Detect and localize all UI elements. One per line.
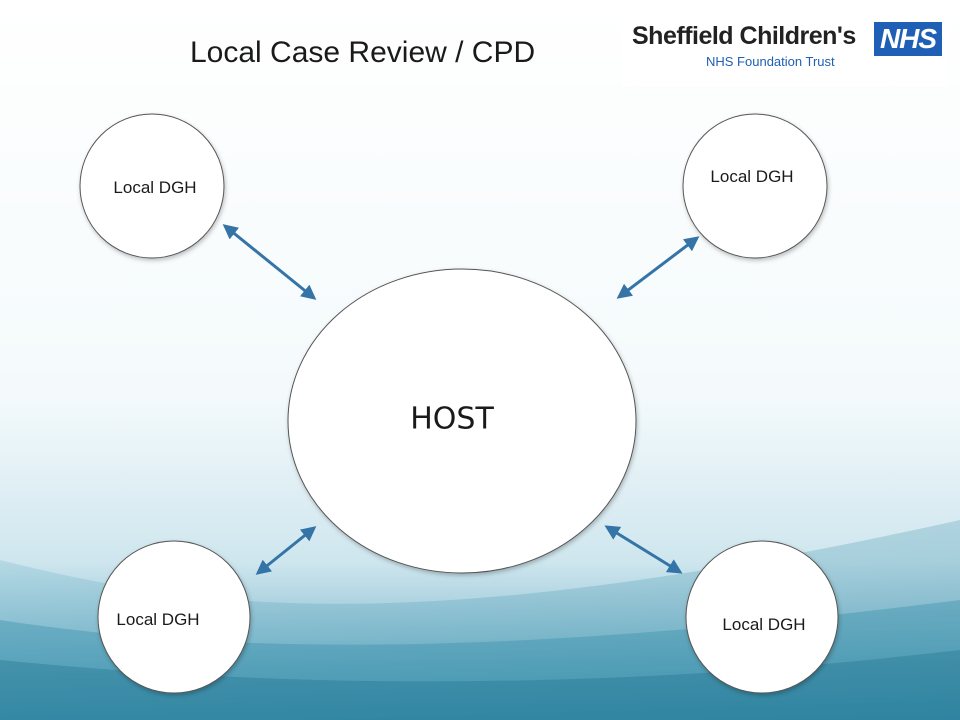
logo-name: Sheffield Children's (632, 22, 856, 50)
double-arrow-4 (604, 525, 683, 574)
nhs-badge: NHS (874, 22, 942, 56)
logo-subtitle: NHS Foundation Trust (706, 54, 835, 69)
host-label: HOST (410, 401, 494, 437)
arrow-group (222, 224, 700, 575)
sheffield-childrens-logo: Sheffield Children's NHS Foundation Trus… (622, 4, 948, 86)
node-top-right-circle (682, 113, 828, 259)
node-top-left-label: Local DGH (113, 178, 197, 197)
circle-group (79, 113, 839, 694)
node-top-left-circle (79, 113, 225, 259)
node-bottom-right-label: Local DGH (722, 615, 806, 634)
host-circle (287, 268, 637, 574)
node-top-right-label: Local DGH (710, 167, 794, 186)
node-bottom-left-label: Local DGH (116, 610, 200, 629)
node-bottom-right-circle (685, 540, 839, 694)
double-arrow-2 (616, 236, 700, 299)
node-bottom-left-circle (97, 540, 251, 694)
double-arrow-3 (255, 526, 317, 575)
page-title: Local Case Review / CPD (190, 36, 536, 69)
double-arrow-1 (222, 224, 317, 300)
